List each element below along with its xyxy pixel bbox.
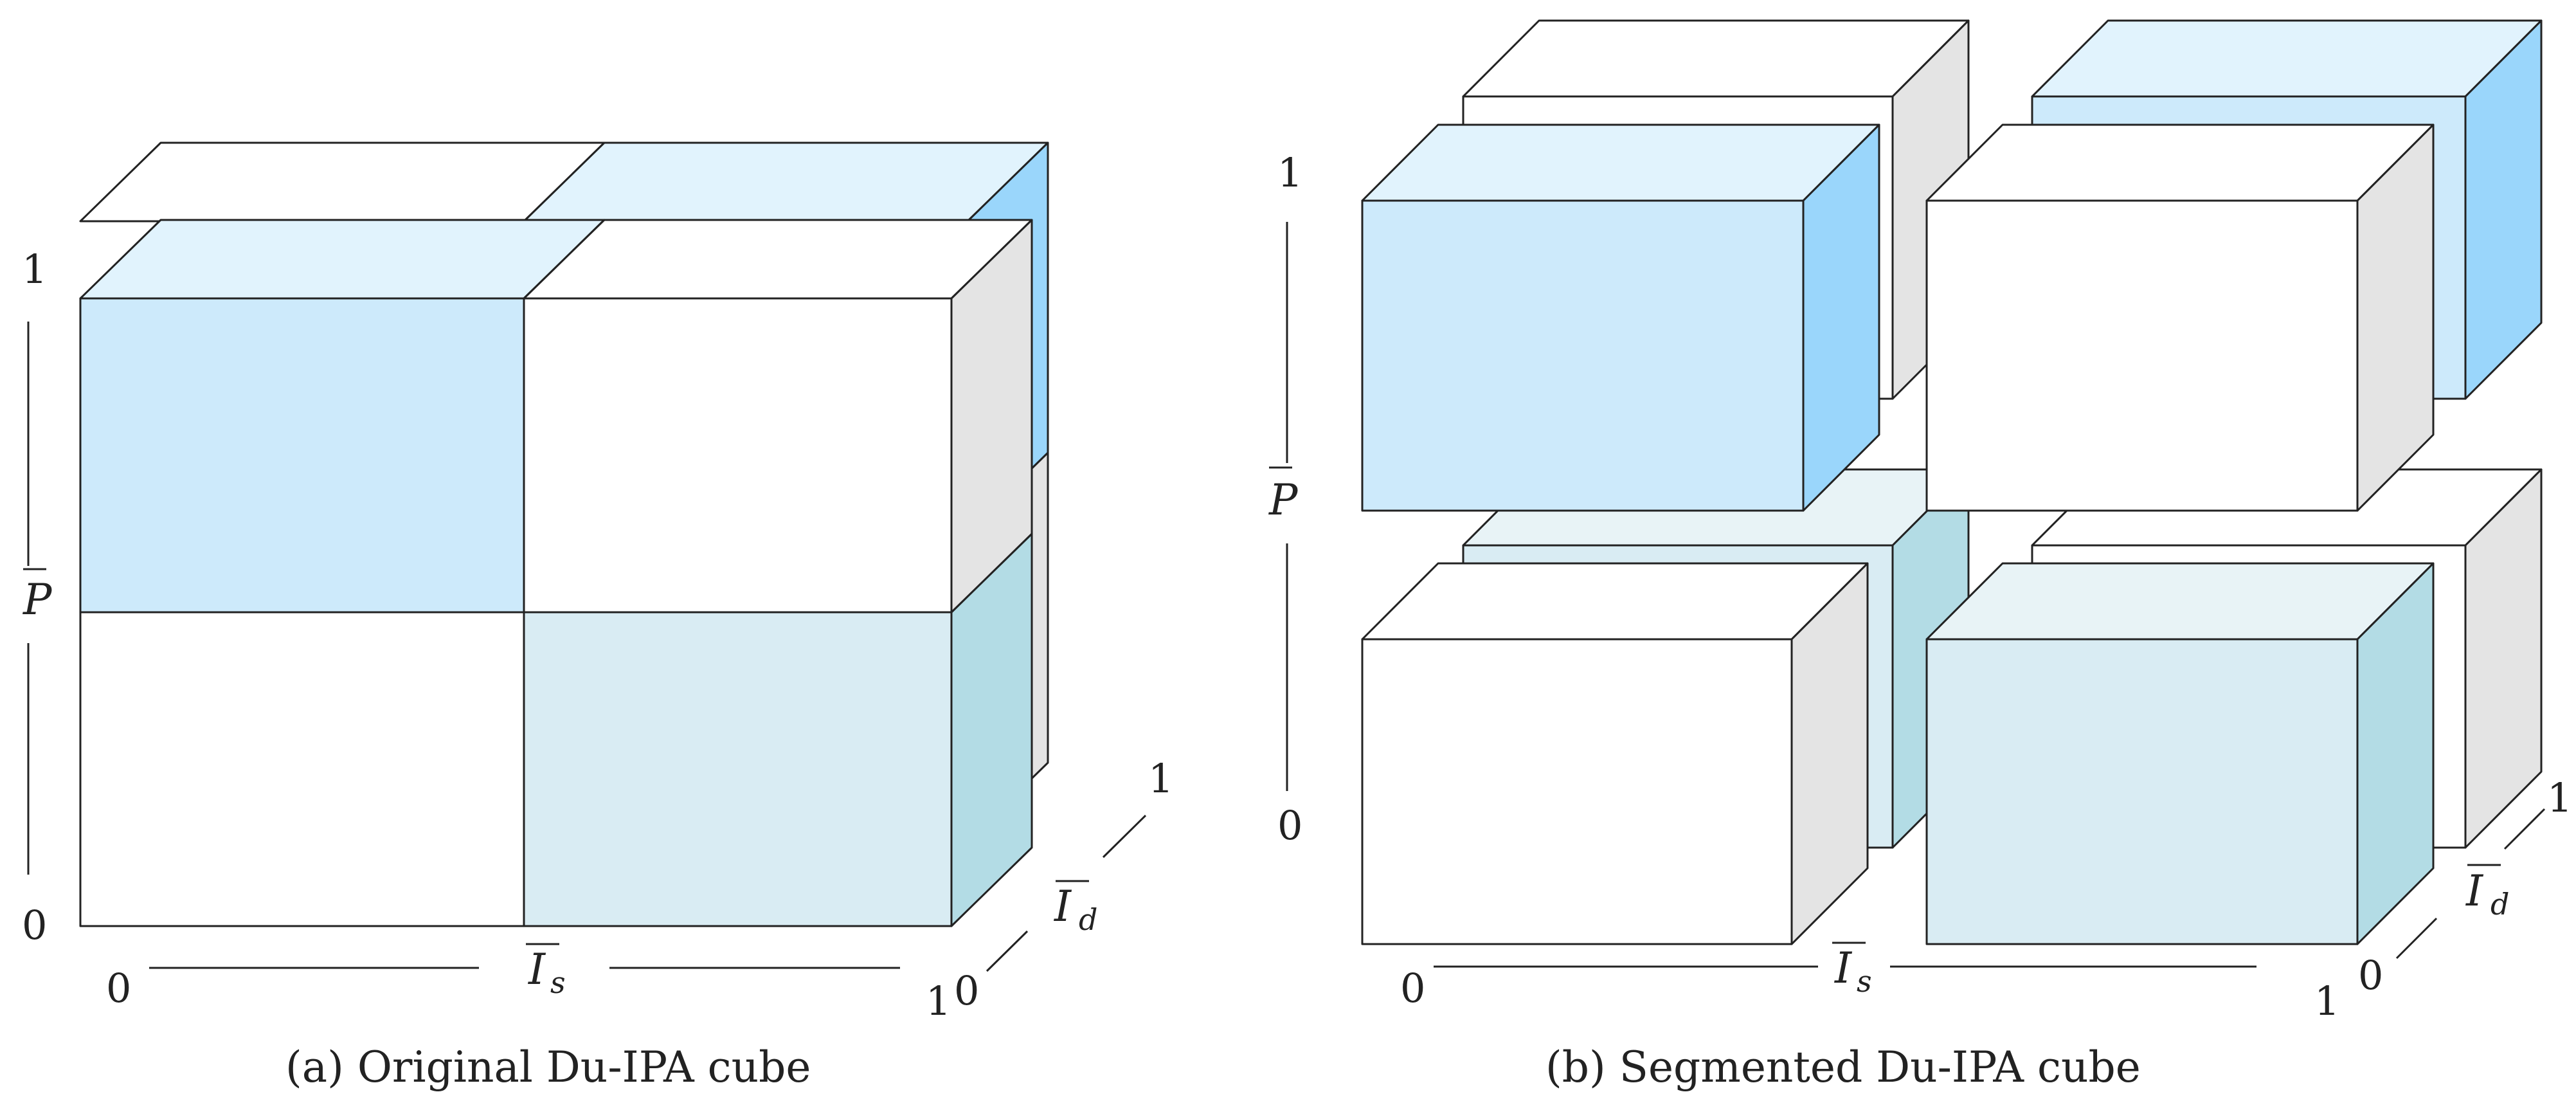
panel-b-id-subscript: d bbox=[2490, 887, 2509, 922]
panel-a-id-axis-line-upper bbox=[1102, 814, 1147, 859]
panel-b-p-tick-bottom: 0 bbox=[1277, 802, 1302, 849]
panel-a-p-tick-top: 1 bbox=[22, 246, 47, 293]
panel-b-id-axis-line-upper bbox=[2503, 808, 2546, 850]
panel-a-p-symbol: P bbox=[23, 575, 53, 624]
cube-b-back-top-right-top-face bbox=[2031, 19, 2543, 98]
panel-a-id-subscript: d bbox=[1079, 902, 1097, 937]
cube-b-front-top-right-top-face bbox=[1925, 123, 2435, 202]
cube-a-front-top-right-front-face bbox=[523, 297, 953, 614]
panel-b-id-symbol: I bbox=[2465, 866, 2484, 916]
panel-b-id-tick-right: 1 bbox=[2547, 774, 2572, 821]
cube-b-front-top-right bbox=[1925, 123, 2435, 512]
cube-a-back-top-right-top-face bbox=[523, 141, 1049, 223]
panel-b-p-symbol: P bbox=[1268, 475, 1299, 525]
cube-b-front-bottom-left bbox=[1361, 562, 1869, 945]
panel-a-is-subscript: s bbox=[550, 965, 566, 1000]
panel-a-is-tick-left: 0 bbox=[106, 965, 131, 1012]
cube-b-front-top-left bbox=[1361, 123, 1880, 512]
panel-b-is-tick-right: 1 bbox=[2314, 978, 2339, 1024]
panel-b-p-tick-top: 1 bbox=[1277, 149, 1302, 196]
panel-a-is-tick-right: 1 bbox=[926, 978, 951, 1024]
panel-b-is-tick-left: 0 bbox=[1400, 965, 1425, 1012]
panel-a-p-tick-bottom: 0 bbox=[22, 902, 47, 949]
cube-b-front-bottom-right-front-face bbox=[1925, 638, 2359, 945]
panel-b-segmented-cube: 1 P 0 0 I s 1 0 I d 1 (b) Segmented Du-I… bbox=[1268, 19, 2572, 1092]
panel-a-id-tick-right: 1 bbox=[1148, 755, 1173, 802]
panel-b-is-symbol: I bbox=[1834, 943, 1853, 993]
cube-b-front-top-left-top-face bbox=[1361, 123, 1880, 202]
panel-a-original-cube: 1 P 0 0 I s 1 0 I d 1 (a) Original Du-IP… bbox=[22, 141, 1173, 1092]
cube-b-front-bottom-left-front-face bbox=[1361, 638, 1793, 945]
panel-b-is-subscript: s bbox=[1857, 964, 1872, 999]
panel-a-is-symbol: I bbox=[528, 945, 546, 994]
cube-b-front-bottom-right bbox=[1925, 562, 2435, 945]
cube-b-back-top-left-top-face bbox=[1462, 19, 1970, 98]
cube-a-front-bottom-left-front-face bbox=[79, 611, 525, 927]
cube-a-front-top-right bbox=[523, 219, 1033, 614]
panel-a-id-tick-left: 0 bbox=[954, 967, 979, 1014]
cube-a-front-bottom-right-front-face bbox=[523, 611, 953, 927]
cube-a-back-top-left-top-face bbox=[79, 141, 606, 223]
cube-b-front-bottom-right-top-face bbox=[1925, 562, 2435, 641]
cube-a-back-top-left bbox=[79, 141, 606, 223]
panel-b-caption: (b) Segmented Du-IPA cube bbox=[1545, 1042, 2141, 1092]
cube-b-front-top-left-front-face bbox=[1361, 199, 1805, 512]
cube-a-front-top-left-front-face bbox=[79, 297, 525, 614]
cube-a-front-top-right-top-face bbox=[523, 219, 1033, 300]
panel-a-id-axis-line-lower bbox=[986, 930, 1029, 972]
panel-a-caption: (a) Original Du-IPA cube bbox=[285, 1042, 811, 1092]
cube-b-front-top-right-front-face bbox=[1925, 199, 2359, 512]
panel-b-id-tick-left: 0 bbox=[2358, 952, 2383, 999]
cube-b-front-bottom-left-top-face bbox=[1361, 562, 1869, 641]
panel-a-id-symbol: I bbox=[1054, 882, 1072, 931]
cube-a-front-top-left-top-face bbox=[79, 219, 606, 300]
panel-b-id-axis-line-lower bbox=[2395, 917, 2438, 960]
